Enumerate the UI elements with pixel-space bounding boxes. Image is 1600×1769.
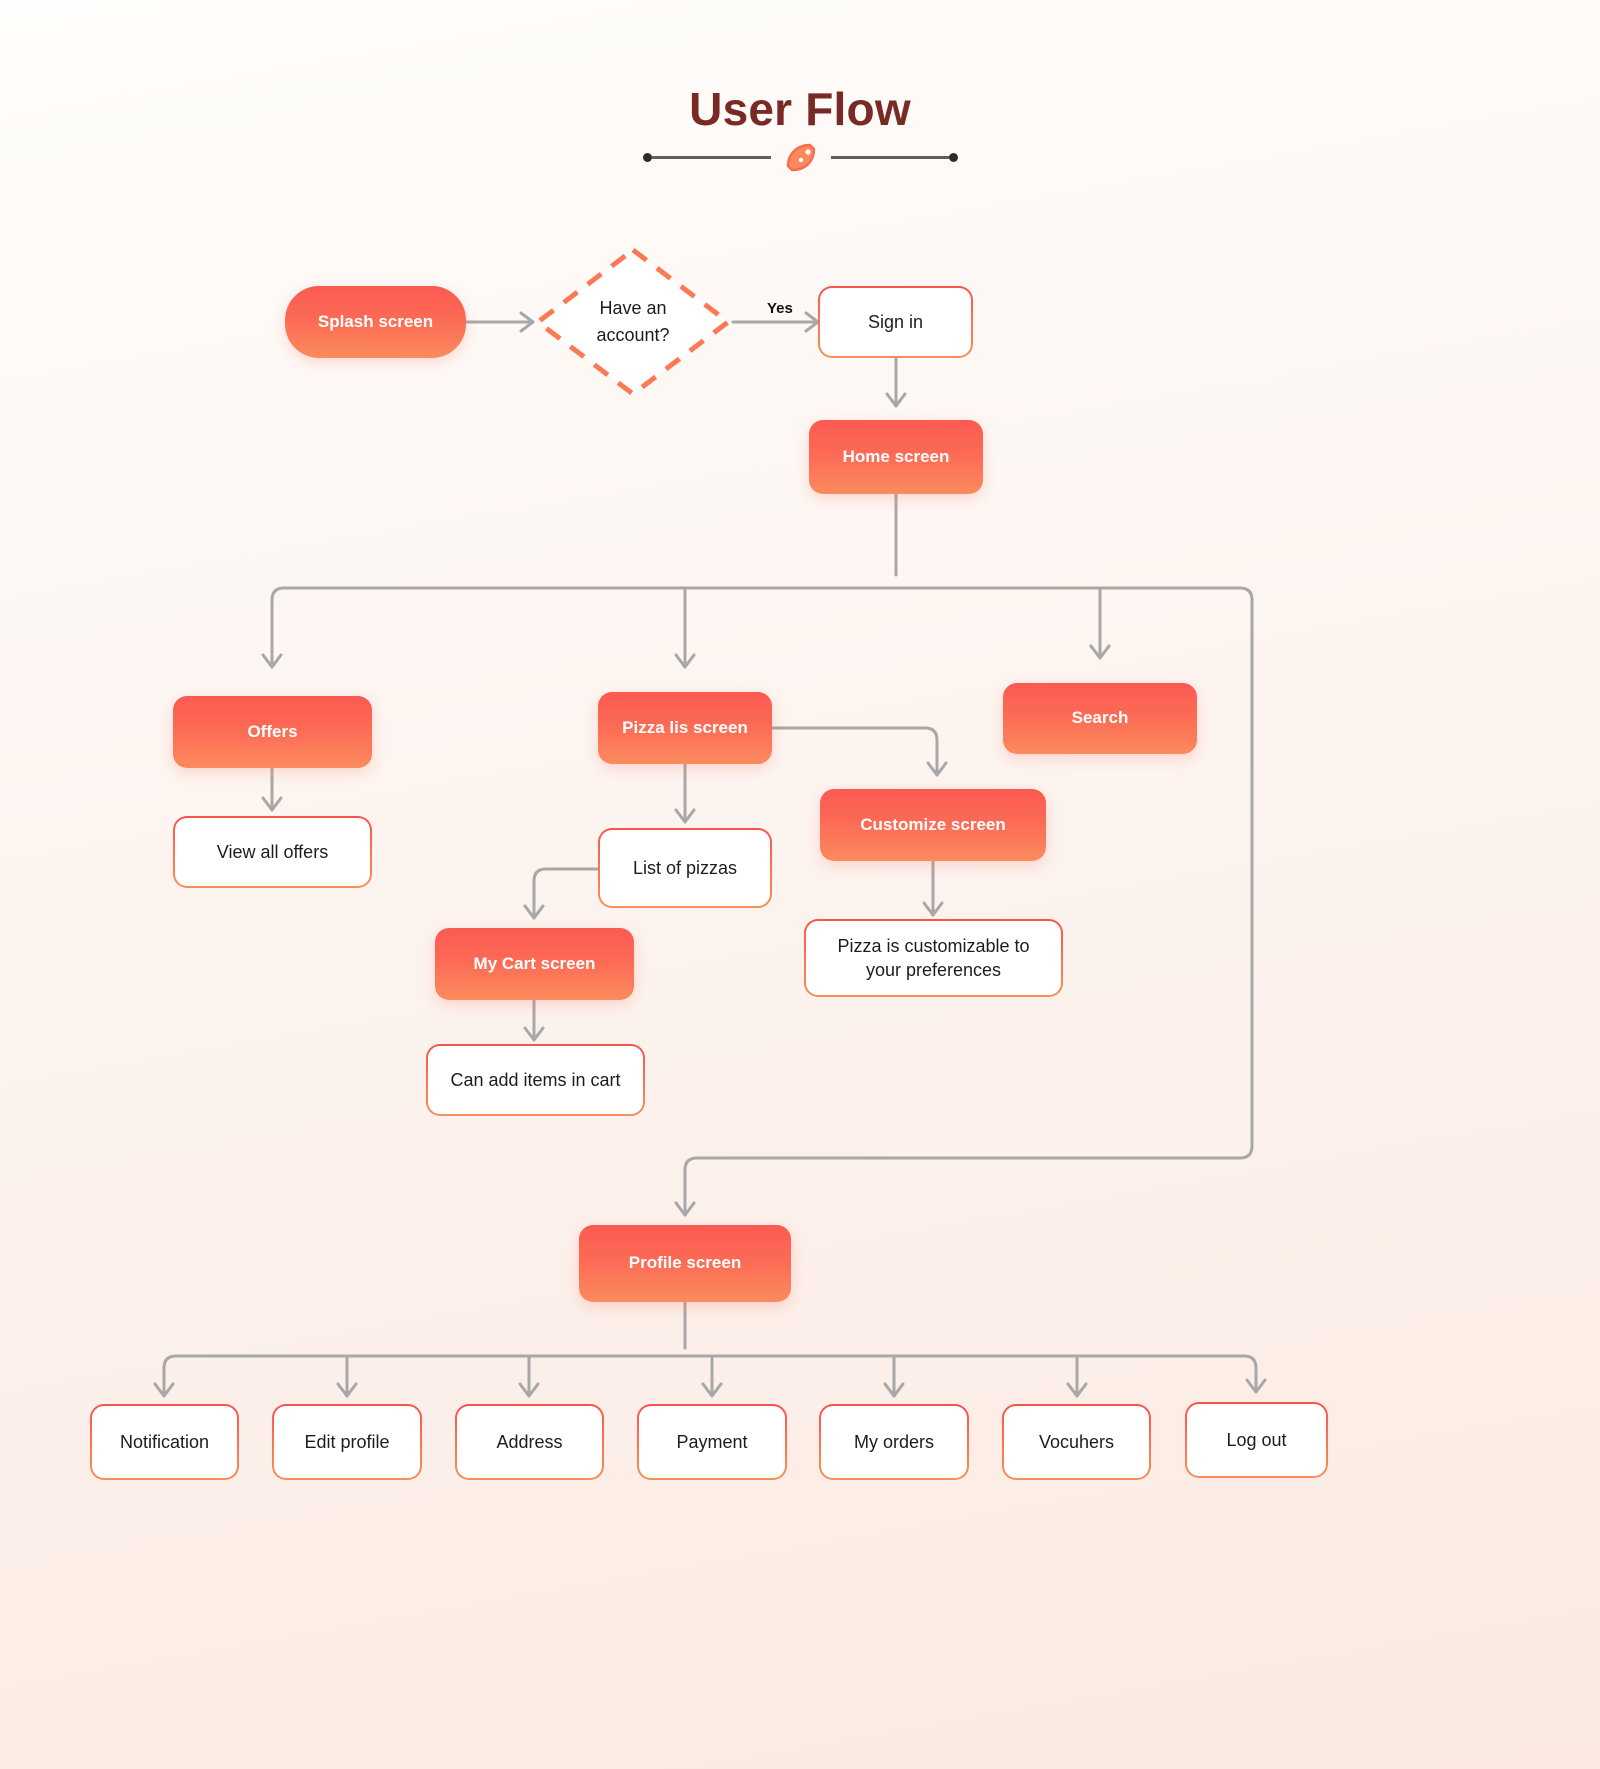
- title-divider: [643, 140, 958, 174]
- arrowhead-signin: [804, 311, 820, 333]
- divider-dot-left: [643, 152, 652, 162]
- node-home-screen[interactable]: Home screen: [809, 420, 983, 494]
- arrowhead-editprofile: [336, 1382, 358, 1398]
- node-customize-screen[interactable]: Customize screen: [820, 789, 1046, 861]
- divider-rule-left: [652, 155, 771, 159]
- node-address[interactable]: Address: [455, 1404, 604, 1480]
- node-splash-screen[interactable]: Splash screen: [285, 286, 466, 358]
- node-list-of-pizzas[interactable]: List of pizzas: [598, 828, 772, 908]
- node-label: Home screen: [842, 446, 950, 466]
- node-my-orders[interactable]: My orders: [819, 1404, 969, 1480]
- decision-label-line1: Have an: [599, 298, 667, 318]
- node-view-all-offers[interactable]: View all offers: [173, 816, 372, 888]
- arrowhead-vouchers: [1066, 1382, 1088, 1398]
- node-profile-screen[interactable]: Profile screen: [579, 1225, 791, 1302]
- node-label: Log out: [1226, 1429, 1287, 1450]
- node-search[interactable]: Search: [1003, 683, 1197, 754]
- node-label: View all offers: [216, 841, 329, 862]
- node-label: Search: [1071, 708, 1129, 728]
- arrowhead-logout: [1245, 1378, 1267, 1394]
- node-label: Notification: [119, 1431, 210, 1452]
- node-label: Pizza lis screen: [622, 717, 748, 737]
- arrowhead-cart-note: [523, 1026, 545, 1042]
- arrowhead-pizzalist: [674, 653, 696, 669]
- decision-label: Have an account?: [533, 245, 733, 399]
- node-customizable-note[interactable]: Pizza is customizable to your preference…: [804, 919, 1063, 997]
- wire-profile-bus: [162, 1354, 1258, 1398]
- arrowhead-payment: [701, 1382, 723, 1398]
- wire-list-to-cart: [532, 867, 600, 920]
- arrowhead-myorders: [883, 1382, 905, 1398]
- arrowhead-address: [518, 1382, 540, 1398]
- diamond-shape-icon: [535, 247, 731, 397]
- node-label: My orders: [853, 1431, 934, 1452]
- node-vouchers[interactable]: Vocuhers: [1002, 1404, 1151, 1480]
- arrowhead-mycart: [523, 904, 545, 920]
- page-title: User Flow: [689, 83, 911, 135]
- node-label: Can add items in cart: [450, 1069, 621, 1090]
- node-label: Profile screen: [628, 1253, 742, 1273]
- divider-rule-right: [830, 155, 949, 159]
- arrowhead-home: [885, 392, 907, 408]
- node-pizza-list-screen[interactable]: Pizza lis screen: [598, 692, 772, 764]
- wire-pizzalist-to-customize: [770, 726, 939, 777]
- arrowhead-customize-note: [922, 901, 944, 917]
- node-decision-have-account[interactable]: Have an account?: [533, 245, 733, 399]
- node-offers[interactable]: Offers: [173, 696, 372, 768]
- node-label: Customize screen: [860, 814, 1006, 834]
- node-log-out[interactable]: Log out: [1185, 1402, 1328, 1478]
- pizza-slice-icon: [786, 143, 815, 172]
- edge-label-yes: Yes: [767, 300, 793, 317]
- node-label: Sign in: [867, 311, 924, 332]
- arrowhead-viewall: [261, 796, 283, 812]
- node-notification[interactable]: Notification: [90, 1404, 239, 1480]
- node-sign-in[interactable]: Sign in: [818, 286, 973, 358]
- decision-label-line2: account?: [596, 325, 670, 345]
- node-label: List of pizzas: [632, 857, 738, 878]
- node-label: Edit profile: [304, 1431, 390, 1452]
- node-label: Vocuhers: [1038, 1431, 1115, 1452]
- arrowhead-notification: [153, 1382, 175, 1398]
- arrowhead-profile: [674, 1201, 696, 1217]
- node-label: Address: [496, 1431, 563, 1452]
- node-edit-profile[interactable]: Edit profile: [272, 1404, 422, 1480]
- node-label: Pizza is customizable to your preference…: [837, 935, 1030, 980]
- arrowhead-offers: [261, 653, 283, 669]
- node-label: Splash screen: [317, 311, 434, 331]
- divider-dot-right: [949, 152, 958, 162]
- arrowhead-decision: [519, 311, 535, 333]
- arrowhead-customize: [926, 761, 948, 777]
- node-cart-note[interactable]: Can add items in cart: [426, 1044, 645, 1116]
- node-label: My Cart screen: [473, 953, 596, 973]
- node-label: Offers: [247, 721, 298, 741]
- node-label: Payment: [676, 1431, 748, 1452]
- arrowhead-listofpizzas: [674, 808, 696, 824]
- node-payment[interactable]: Payment: [637, 1404, 787, 1480]
- arrowhead-search: [1089, 644, 1111, 660]
- node-my-cart-screen[interactable]: My Cart screen: [435, 928, 634, 1000]
